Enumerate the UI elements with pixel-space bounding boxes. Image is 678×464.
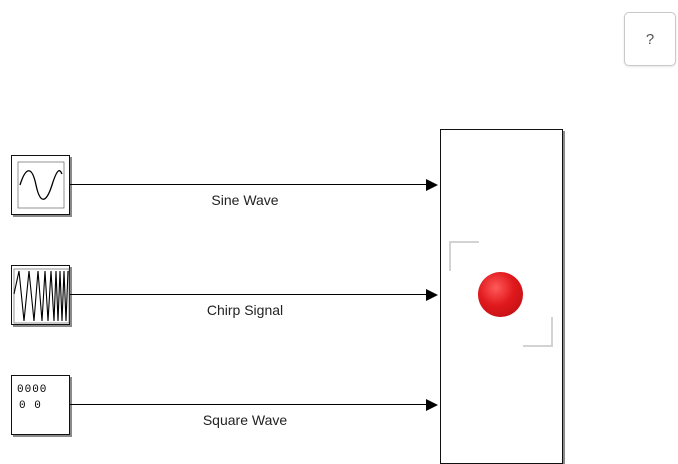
signal-label-sine[interactable]: Sine Wave bbox=[211, 192, 279, 208]
sine-wave-icon bbox=[17, 161, 65, 209]
square-digits-bottom: 0 0 bbox=[19, 400, 42, 412]
help-button[interactable]: ? bbox=[624, 12, 676, 66]
signal-label-chirp[interactable]: Chirp Signal bbox=[206, 302, 284, 318]
signal-label-square[interactable]: Square Wave bbox=[202, 412, 288, 428]
help-button-label: ? bbox=[645, 30, 655, 48]
record-icon bbox=[478, 272, 523, 317]
square-wave-digital-icon: 0000 0 0 bbox=[17, 384, 47, 412]
arrow-head-icon bbox=[426, 179, 438, 191]
sine-wave-block[interactable] bbox=[11, 155, 70, 215]
record-block[interactable] bbox=[440, 129, 563, 464]
bracket-corner-icon bbox=[449, 241, 479, 271]
signal-line-sine[interactable] bbox=[70, 184, 428, 185]
arrow-head-icon bbox=[426, 289, 438, 301]
chirp-signal-block[interactable] bbox=[11, 265, 70, 325]
bracket-corner-icon bbox=[523, 317, 553, 347]
signal-line-square[interactable] bbox=[70, 404, 428, 405]
arrow-head-icon bbox=[426, 399, 438, 411]
square-digits-top: 0000 bbox=[17, 384, 47, 396]
square-wave-block[interactable]: 0000 0 0 bbox=[11, 375, 70, 435]
signal-line-chirp[interactable] bbox=[70, 294, 428, 295]
chirp-signal-icon bbox=[13, 268, 70, 324]
